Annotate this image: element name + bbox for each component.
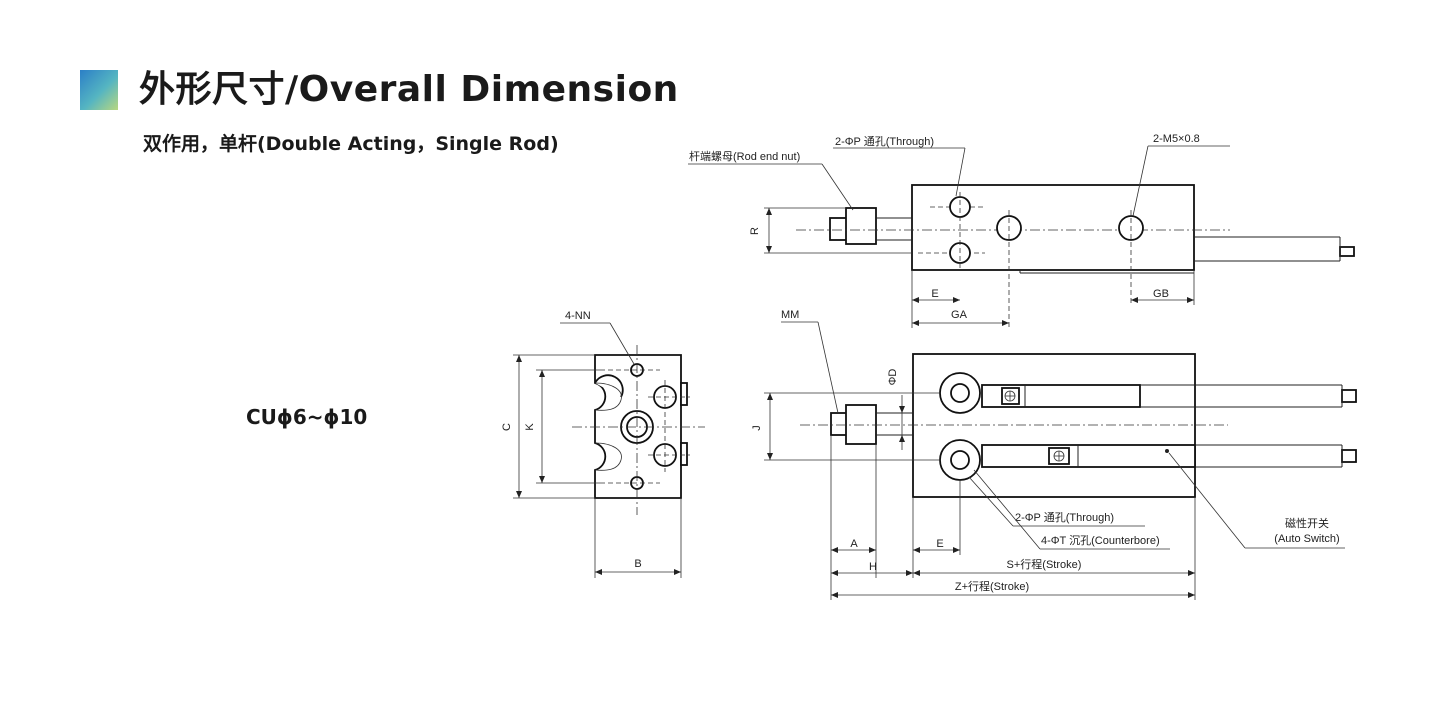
top-view: R E GA GB 2-ΦP 通孔(Through) 2-M5×0.8 杆端螺母… bbox=[688, 133, 1355, 330]
label-rod-end-nut: 杆端螺母(Rod end nut) bbox=[689, 149, 800, 163]
dim-R: R bbox=[749, 227, 761, 235]
dim-GA: GA bbox=[951, 309, 968, 321]
end-view: C K B 4-NN bbox=[501, 310, 705, 578]
label-through-hole-top: 2-ΦP 通孔(Through) bbox=[835, 135, 934, 148]
front-view: J ΦD MM 2-ΦP 通孔(Through) 4-ΦT 沉孔(Counter… bbox=[751, 309, 1357, 600]
dim-C: C bbox=[501, 423, 513, 431]
section-marker bbox=[80, 70, 118, 110]
label-MM: MM bbox=[781, 309, 799, 321]
label-auto-switch-cn: 磁性开关 bbox=[1285, 516, 1329, 530]
front-view-nut bbox=[845, 404, 877, 445]
dim-K: K bbox=[524, 423, 536, 431]
label-counterbore: 4-ΦT 沉孔(Counterbore) bbox=[1041, 534, 1160, 547]
dim-GB: GB bbox=[1153, 288, 1169, 300]
dim-A: A bbox=[850, 538, 858, 550]
top-view-nut bbox=[845, 207, 877, 245]
dim-E-top: E bbox=[931, 288, 938, 300]
label-through-hole-front: 2-ΦP 通孔(Through) bbox=[1015, 511, 1114, 524]
model-label: CUϕ6~ϕ10 bbox=[246, 405, 368, 429]
label-NN: 4-NN bbox=[565, 310, 591, 322]
dim-B: B bbox=[634, 558, 641, 570]
label-m5: 2-M5×0.8 bbox=[1153, 133, 1200, 145]
dim-E-front: E bbox=[936, 538, 943, 550]
page-title: 外形尺寸/Overall Dimension bbox=[139, 69, 679, 110]
dim-H: H bbox=[869, 561, 877, 573]
label-auto-switch-en: (Auto Switch) bbox=[1274, 533, 1339, 545]
dim-J: J bbox=[751, 425, 763, 431]
switch-rail-top bbox=[981, 384, 1141, 408]
dim-Z-stroke: Z+行程(Stroke) bbox=[955, 580, 1029, 593]
dim-S-stroke: S+行程(Stroke) bbox=[1007, 558, 1082, 571]
switch-rail-bottom bbox=[981, 444, 1196, 468]
dim-D: ΦD bbox=[887, 369, 899, 386]
page-subtitle: 双作用，单杆(Double Acting，Single Rod) bbox=[143, 133, 559, 155]
